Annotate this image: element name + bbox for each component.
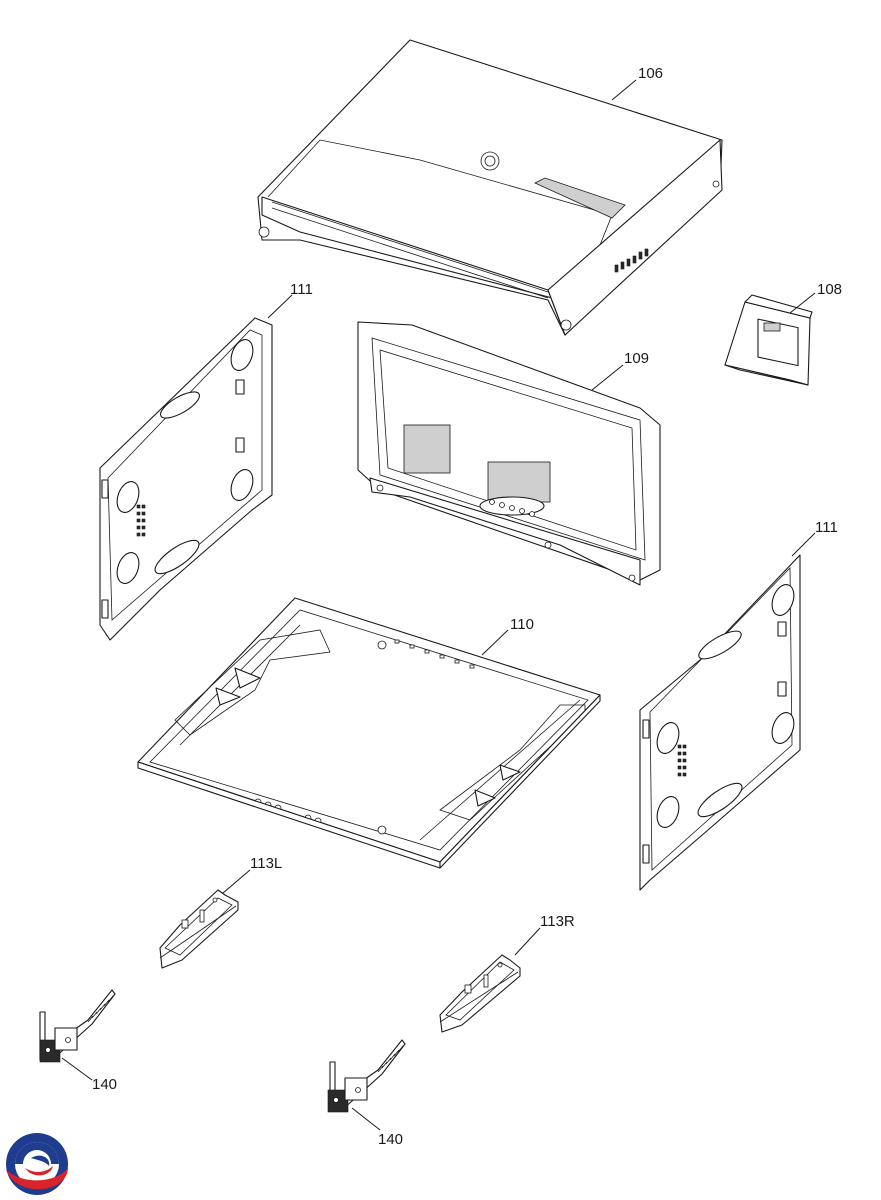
callout-111-left: 111 [290, 281, 313, 298]
leader-109 [591, 364, 624, 391]
callout-113R: 113R [540, 913, 575, 930]
callout-108: 108 [817, 281, 842, 298]
leader-113L [222, 869, 251, 894]
callout-110: 110 [510, 616, 534, 633]
brand-logo [6, 1133, 68, 1195]
part-140-left-hinge [39, 989, 116, 1063]
part-113L-runner-bracket [159, 889, 239, 969]
leader-113R [514, 927, 541, 956]
callout-140-right: 140 [378, 1131, 403, 1148]
callout-106: 106 [638, 65, 663, 82]
leader-108 [789, 292, 816, 314]
leader-110 [481, 629, 509, 656]
part-140-right-hinge [327, 1039, 406, 1113]
part-110-base-tray [137, 597, 601, 869]
part-113R-runner-bracket [439, 954, 521, 1033]
leader-140-left [61, 1057, 93, 1081]
leader-111-right [791, 532, 816, 557]
part-108-bracket [724, 294, 813, 386]
callout-111-right: 111 [815, 519, 838, 536]
part-111-left-side-panel [99, 317, 273, 641]
leader-140-right [351, 1107, 381, 1131]
leader-106 [611, 79, 637, 101]
callout-109: 109 [624, 350, 649, 367]
leader-111-left [267, 294, 293, 319]
callout-113L: 113L [250, 855, 282, 872]
part-111-right-side-panel [639, 554, 801, 891]
callout-140-left: 140 [92, 1076, 117, 1093]
part-106-top-cover [257, 39, 723, 336]
part-109-frame [357, 321, 661, 586]
